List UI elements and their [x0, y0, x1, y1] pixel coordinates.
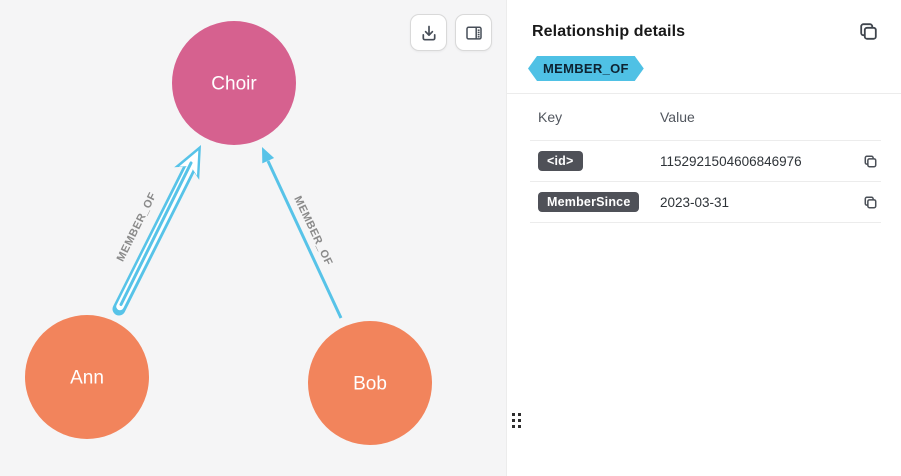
copy-icon: [863, 196, 878, 213]
node-circle[interactable]: [25, 315, 149, 439]
node-circle[interactable]: [172, 21, 296, 145]
edge-line[interactable]: [266, 160, 343, 319]
panel-resize-handle[interactable]: [512, 413, 521, 428]
table-header-row: Key Value: [530, 94, 881, 141]
panel-header: Relationship details: [507, 0, 901, 42]
node-label: Ann: [70, 368, 104, 389]
copy-all-button[interactable]: [858, 21, 879, 42]
key-column-header: Key: [538, 109, 563, 125]
edge-bob-to-choir[interactable]: MEMBER_OF: [262, 147, 343, 319]
panel-right-icon: [464, 23, 484, 43]
download-button[interactable]: [410, 14, 447, 51]
table-row: <id> 1152921504606846976: [530, 141, 881, 182]
relationship-type-section: MEMBER_OF: [507, 42, 901, 94]
property-key-badge: <id>: [538, 151, 583, 171]
node-bob[interactable]: Bob: [308, 321, 432, 445]
edge-ann-to-choir-selected[interactable]: MEMBER_OF: [112, 145, 201, 316]
property-value: 2023-03-31: [660, 194, 730, 210]
value-column-header: Value: [660, 109, 695, 125]
edge-core: [119, 161, 193, 306]
copy-icon: [863, 155, 878, 172]
node-ann[interactable]: Ann: [25, 315, 149, 439]
relationship-type-badge[interactable]: MEMBER_OF: [528, 56, 644, 81]
download-icon: [419, 23, 439, 43]
node-label: Choir: [211, 74, 257, 95]
property-key-badge: MemberSince: [538, 192, 640, 212]
copy-icon: [858, 23, 879, 45]
page-title: Relationship details: [532, 22, 686, 40]
node-choir[interactable]: Choir: [172, 21, 296, 145]
panel-toggle-button[interactable]: [455, 14, 492, 51]
graph-toolbar: [410, 14, 492, 51]
node-circle[interactable]: [308, 321, 432, 445]
property-value: 1152921504606846976: [660, 153, 802, 169]
arrowhead-highlight: [179, 150, 199, 176]
copy-value-button[interactable]: [859, 195, 881, 210]
node-label: Bob: [353, 374, 387, 395]
relationship-details-panel: Relationship details MEMBER_OF Key Value…: [506, 0, 901, 476]
copy-value-button[interactable]: [859, 154, 881, 169]
graph-canvas[interactable]: MEMBER_OF MEMBER_OF Choir Ann Bob: [0, 0, 506, 476]
properties-table: Key Value <id> 1152921504606846976 Membe…: [530, 94, 881, 223]
table-row: MemberSince 2023-03-31: [530, 182, 881, 223]
arrowhead-icon: [262, 147, 275, 164]
